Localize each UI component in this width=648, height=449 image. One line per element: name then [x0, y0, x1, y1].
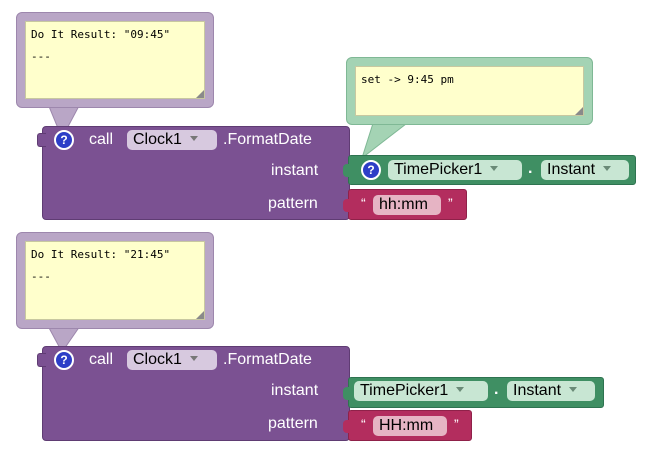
timepicker-component-dropdown[interactable]: TimePicker1 [388, 160, 522, 180]
instant-socket-label: instant [271, 162, 319, 179]
open-quote-icon: “ [361, 195, 366, 211]
block-connector-notch [343, 199, 351, 212]
property-dot-separator: . [528, 160, 533, 177]
timepicker-component-dropdown[interactable]: TimePicker1 [354, 381, 488, 401]
call-label: call [89, 351, 114, 368]
pattern-text-field[interactable]: hh:mm [373, 195, 441, 215]
component-dropdown[interactable]: Clock1 [127, 130, 217, 150]
comment-set-text: set -> 9:45 pm [361, 73, 454, 86]
comment-bubble-2[interactable]: set -> 9:45 pm [346, 57, 593, 125]
chevron-down-icon [490, 166, 499, 172]
close-quote-icon: ” [454, 416, 459, 432]
pattern-socket-label: pattern [268, 415, 318, 432]
component-dropdown-value: Clock1 [133, 351, 182, 368]
property-dropdown[interactable]: Instant [541, 160, 629, 180]
block-connector-notch [343, 420, 351, 433]
help-icon[interactable]: ? [54, 350, 74, 370]
resize-handle-icon[interactable] [196, 311, 204, 319]
property-dropdown-value: Instant [547, 161, 596, 178]
pattern-text-field[interactable]: HH:mm [373, 416, 447, 436]
resize-handle-icon[interactable] [196, 90, 204, 98]
call-label: call [89, 131, 114, 148]
property-dropdown-value: Instant [513, 382, 562, 399]
comment-separator-text: --- [31, 270, 51, 283]
close-quote-icon: ” [448, 195, 453, 211]
chevron-down-icon [189, 356, 198, 362]
help-icon[interactable]: ? [361, 160, 381, 180]
comment-result-text: Do It Result: "21:45" [31, 248, 171, 261]
block-connector-notch [37, 353, 46, 367]
method-label: .FormatDate [223, 351, 312, 368]
resize-handle-icon[interactable] [575, 107, 583, 115]
component-dropdown[interactable]: Clock1 [127, 350, 217, 370]
chevron-down-icon [456, 387, 465, 393]
comment-text-area[interactable]: set -> 9:45 pm [355, 66, 584, 116]
chevron-down-icon [189, 136, 198, 142]
comment-bubble-3[interactable]: Do It Result: "21:45" --- [16, 232, 214, 329]
clock-formatdate-block-1[interactable] [37, 126, 350, 220]
comment-result-text: Do It Result: "09:45" [31, 28, 171, 41]
pattern-socket-label: pattern [268, 195, 318, 212]
block-connector-notch [343, 387, 351, 400]
method-label: .FormatDate [223, 131, 312, 148]
comment-text-area[interactable]: Do It Result: "21:45" --- [25, 241, 205, 320]
instant-socket-label: instant [271, 382, 319, 399]
block-connector-notch [37, 133, 46, 147]
comment-separator-text: --- [31, 50, 51, 63]
comment-text-area[interactable]: Do It Result: "09:45" --- [25, 21, 205, 99]
timepicker-dropdown-value: TimePicker1 [360, 382, 449, 399]
chevron-down-icon [569, 387, 578, 393]
open-quote-icon: “ [361, 416, 366, 432]
property-dot-separator: . [494, 381, 499, 398]
help-icon[interactable]: ? [54, 130, 74, 150]
comment-bubble-1[interactable]: Do It Result: "09:45" --- [16, 12, 214, 108]
chevron-down-icon [603, 166, 612, 172]
component-dropdown-value: Clock1 [133, 131, 182, 148]
property-dropdown[interactable]: Instant [507, 381, 595, 401]
timepicker-dropdown-value: TimePicker1 [394, 161, 483, 178]
block-connector-notch [343, 164, 351, 177]
